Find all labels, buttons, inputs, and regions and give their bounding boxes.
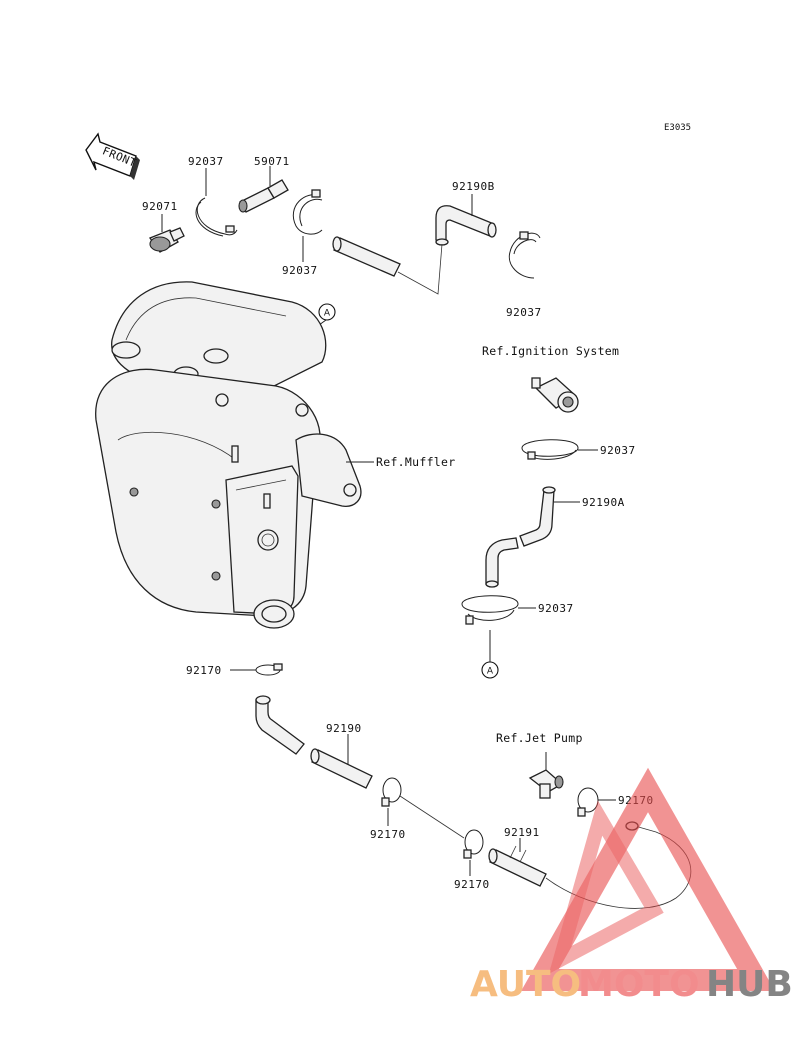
clamp-92037-b-icon [293, 189, 323, 235]
clamp-92170-b-icon [381, 777, 402, 807]
label-92190a: 92190A [582, 496, 625, 509]
ref-muffler: Ref.Muffler [376, 455, 455, 469]
label-92190: 92190 [326, 722, 362, 735]
clamp-92037-c-icon [508, 231, 541, 279]
hose-92190-icon [310, 748, 373, 789]
label-92037-a: 92037 [188, 155, 224, 168]
ref-jet-pump: Ref.Jet Pump [496, 731, 583, 745]
elbow-hose-icon [255, 695, 305, 755]
callout-a-bottom [481, 661, 499, 679]
label-92170-b: 92170 [370, 828, 406, 841]
clamp-92037-a-icon [195, 197, 238, 237]
label-59071: 59071 [254, 155, 290, 168]
watermark-triangle-icon [521, 767, 775, 991]
plug-92071-icon [148, 227, 185, 253]
svg-text:A: A [324, 309, 331, 319]
watermark-moto: MOTO [578, 964, 700, 1005]
label-92071: 92071 [142, 200, 178, 213]
svg-text:A: A [487, 667, 494, 677]
jet-pump-fitting-icon [528, 769, 564, 799]
label-92037-b: 92037 [282, 264, 318, 277]
label-92037-e: 92037 [538, 602, 574, 615]
label-92037-d: 92037 [600, 444, 636, 457]
hose-92190b-icon [332, 205, 497, 277]
label-92170-a: 92170 [186, 664, 222, 677]
exhaust-manifold-assembly-icon [95, 281, 362, 629]
watermark-hub: HUB [706, 964, 793, 1005]
clamp-92037-d-icon [521, 439, 579, 460]
label-92037-c: 92037 [506, 306, 542, 319]
diagram-code: E3035 [664, 123, 691, 133]
hose-92191-icon [488, 845, 547, 887]
automotohub-watermark: AUTO MOTO HUB [470, 767, 793, 1005]
label-92190b: 92190B [452, 180, 495, 193]
clamp-92037-e-icon [461, 595, 519, 625]
clamp-92170-a-icon [255, 663, 283, 676]
elbow-59071-icon [238, 179, 289, 213]
label-92191: 92191 [504, 826, 540, 839]
ignition-fitting-icon [531, 377, 579, 413]
watermark-auto: AUTO [470, 964, 581, 1005]
hose-92190a-icon [485, 486, 556, 588]
label-92170-c: 92170 [454, 878, 490, 891]
callout-a-top [318, 303, 336, 321]
front-arrow-icon: FRONT [85, 132, 140, 180]
ref-ignition-system: Ref.Ignition System [482, 344, 619, 358]
clamp-92170-c-icon [463, 829, 484, 859]
